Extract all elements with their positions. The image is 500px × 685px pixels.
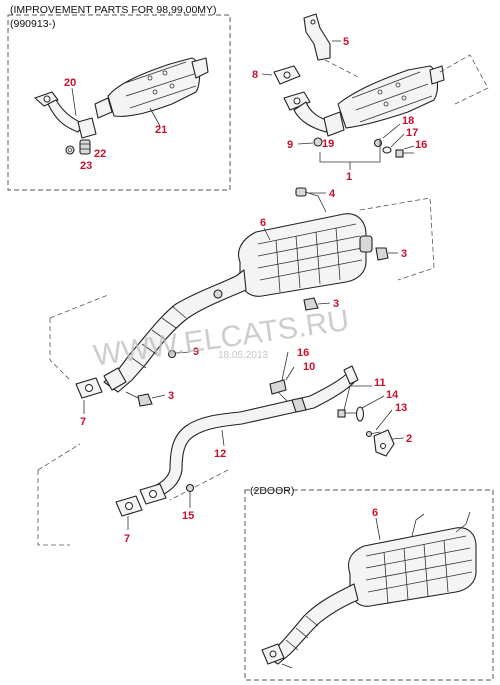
- callout-5: 5: [343, 36, 349, 48]
- two-door-box: [244, 489, 494, 681]
- callout-3-lower: 3: [168, 390, 174, 402]
- rubber-hanger-10: [269, 379, 293, 407]
- catalytic-converter-main: [323, 65, 445, 137]
- improvement-header-line2: (990913-): [10, 18, 56, 30]
- callout-12: 12: [214, 448, 226, 460]
- improvement-parts-box: [7, 14, 231, 191]
- callout-18: 18: [402, 115, 414, 127]
- callout-17: 17: [406, 127, 418, 139]
- watermark-date: 18.05.2013: [218, 350, 268, 361]
- gasket-22: [79, 139, 91, 155]
- hanger-bracket-5: [303, 13, 331, 61]
- flange-gasket-exhaust: [139, 483, 167, 505]
- callout-3-right: 3: [401, 248, 407, 260]
- washer-17: [382, 146, 392, 154]
- washer-14: [355, 406, 365, 422]
- nut-19: [313, 137, 323, 147]
- callout-1: 1: [346, 171, 352, 183]
- callout-9-lower: 9: [193, 346, 199, 358]
- center-pipe: [103, 269, 247, 393]
- nut-23: [65, 145, 75, 155]
- callout-16-lower: 16: [297, 347, 309, 359]
- callout-7-upper: 7: [80, 416, 86, 428]
- nut-18: [373, 138, 383, 148]
- main-muffler: [238, 213, 373, 297]
- callout-2: 2: [406, 433, 412, 445]
- callout-21: 21: [155, 124, 167, 136]
- callout-15: 15: [182, 510, 194, 522]
- callout-11: 11: [374, 377, 386, 389]
- front-pipe-main: [283, 91, 333, 133]
- callout-14: 14: [386, 389, 399, 401]
- two-door-label: (2DOOR): [250, 485, 294, 497]
- nut-9-lower: [167, 349, 177, 359]
- main-muffler-2door: [347, 511, 477, 607]
- callout-8: 8: [252, 69, 258, 81]
- callout-16-upper: 16: [415, 139, 427, 151]
- callout-23: 23: [80, 160, 92, 172]
- center-pipe-2door: [261, 583, 359, 669]
- bolt-16-upper: [395, 149, 414, 158]
- callout-22: 22: [94, 148, 106, 160]
- callout-20: 20: [64, 77, 76, 89]
- callout-4: 4: [329, 188, 336, 200]
- improvement-header-line1: (IMPROVEMENT PARTS FOR 98,99,00MY): [10, 4, 217, 16]
- bolt-13: [365, 430, 381, 438]
- callout-3-middle: 3: [333, 298, 339, 310]
- hanger-3-middle: [303, 297, 319, 311]
- gasket-8: [273, 65, 301, 85]
- hanger-3-lower: [125, 391, 153, 407]
- callout-6-2door: 6: [372, 507, 378, 519]
- callout-7-lower: 7: [124, 533, 130, 545]
- front-exhaust-pipe: [149, 365, 359, 499]
- callout-6-main: 6: [260, 217, 266, 229]
- catalytic-converter-small: [94, 57, 209, 119]
- callout-19: 19: [322, 138, 334, 150]
- nut-15: [185, 483, 195, 500]
- flange-gasket-7-upper: [75, 377, 103, 399]
- callout-13: 13: [395, 402, 407, 414]
- flange-gasket-7-lower: [115, 495, 143, 517]
- callout-10: 10: [303, 361, 315, 373]
- bracket-2: [373, 429, 395, 457]
- front-pipe-small: [34, 91, 97, 139]
- hanger-rubber-4: [295, 187, 327, 213]
- hanger-3-right: [375, 247, 389, 261]
- callout-9-upper: 9: [287, 139, 293, 151]
